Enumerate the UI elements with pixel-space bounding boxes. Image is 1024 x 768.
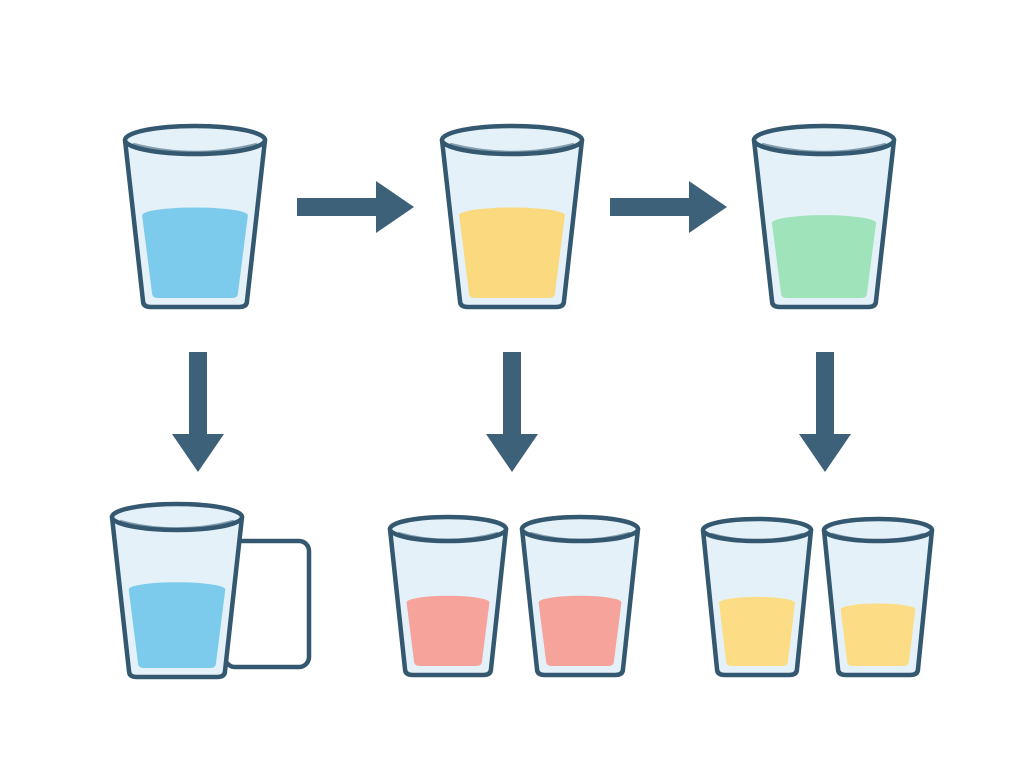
arrow-shape <box>486 352 538 472</box>
glass-rim <box>519 514 641 544</box>
glass-outline <box>122 137 268 310</box>
glass-rim <box>821 516 935 544</box>
arrow-shape <box>610 181 727 233</box>
liquid <box>771 215 877 298</box>
glass-rim <box>122 123 268 157</box>
glass-blue-start <box>122 123 268 310</box>
liquid <box>538 595 622 666</box>
glass-yellow-middle <box>439 123 585 310</box>
glass-outline <box>821 527 935 678</box>
glass-outline <box>700 527 814 678</box>
arrow-blue-down <box>172 352 224 472</box>
glass-rim <box>109 501 245 533</box>
glass-rim <box>751 123 897 157</box>
glass-rim-inner <box>132 142 258 154</box>
glass-outline <box>751 137 897 310</box>
glass-rim-inner <box>761 142 887 154</box>
arrow-green-down <box>799 352 851 472</box>
glass-outline <box>387 526 509 678</box>
glass-rim <box>700 516 814 544</box>
arrow-shape <box>297 181 414 233</box>
glass-outline <box>519 526 641 678</box>
glass-rim-inner <box>119 519 235 530</box>
glass-outline <box>109 514 245 680</box>
liquid <box>142 207 248 298</box>
arrow-shape <box>172 352 224 472</box>
liquid <box>406 595 490 666</box>
glass-rim-inner <box>449 142 575 154</box>
glass-rim-inner <box>710 532 804 542</box>
glass-green-end <box>751 123 897 310</box>
liquid <box>128 582 226 668</box>
liquid <box>459 207 565 298</box>
glass-rim <box>439 123 585 157</box>
glass-yellow-left <box>700 516 814 678</box>
glass-red-right <box>519 514 641 678</box>
liquid <box>840 603 916 666</box>
glass-outline <box>439 137 585 310</box>
glass-rim-inner <box>831 532 925 542</box>
glass-blue-bottom <box>109 501 245 680</box>
arrow-shape <box>799 352 851 472</box>
glass-red-left <box>387 514 509 678</box>
arrow-yellow-down <box>486 352 538 472</box>
glass-yellow-right <box>821 516 935 678</box>
glass-rim <box>387 514 509 544</box>
arrow-yellow-to-green <box>610 181 727 233</box>
glass-rim-inner <box>397 531 499 542</box>
glass-rim-inner <box>529 531 631 542</box>
arrow-blue-to-yellow <box>297 181 414 233</box>
liquid <box>719 596 795 666</box>
